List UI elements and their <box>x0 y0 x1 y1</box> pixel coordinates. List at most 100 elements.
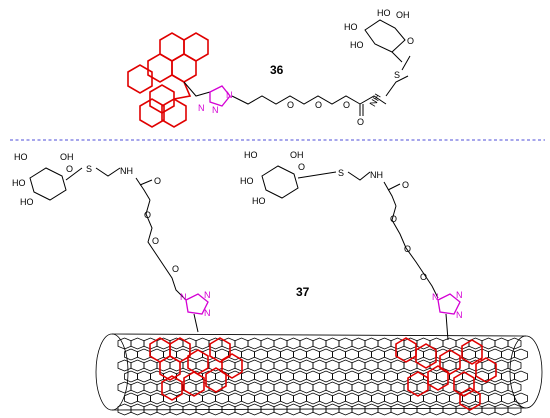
nanotube-hexagon <box>377 359 392 372</box>
sugar36-ring-o: O <box>407 36 414 46</box>
nanotube-hexagon <box>124 392 138 405</box>
nanotube-hexagon <box>390 403 405 416</box>
nanotube-hexagon <box>377 381 392 394</box>
nanotube-hexagon <box>117 359 132 372</box>
nanotube-hexagon <box>371 348 385 361</box>
sugar-37-left: HO HO HO OH O S <box>12 152 92 207</box>
nanotube-hexagon <box>306 392 320 405</box>
nanotube-hexagon <box>254 370 268 383</box>
tri37a-n2: N <box>204 308 211 318</box>
nanotube-hexagon <box>234 381 249 394</box>
nanotube-hexagon <box>488 392 502 405</box>
nanotube-hexagon <box>351 381 366 394</box>
nanotube-hexagon <box>338 381 353 394</box>
nanotube-hexagon <box>280 392 294 405</box>
peg37a-o1: O <box>144 210 151 220</box>
tri37a-n3: N <box>180 292 187 302</box>
nanotube-hexagon <box>481 381 496 394</box>
aromatic-core-36 <box>127 32 209 128</box>
nanotube-hexagon <box>247 381 262 394</box>
amide-o-36: O <box>357 117 364 127</box>
nanotube-hexagon <box>488 348 502 361</box>
nanotube-hexagon <box>501 392 515 405</box>
nanotube-hexagon <box>254 348 268 361</box>
nanotube-hexagon <box>234 337 249 350</box>
compound-label-37: 37 <box>296 285 310 299</box>
sugar37b-ho-bottom: HO <box>252 196 266 206</box>
sugar37b-oh-right: OH <box>290 150 304 160</box>
tri37b-n2: N <box>456 310 463 320</box>
amide37a-o: O <box>154 176 161 186</box>
nanotube-hexagon <box>325 359 340 372</box>
nanotube-hexagon <box>195 337 210 350</box>
nanotube-hexagon <box>241 392 255 405</box>
nanotube-hexagon <box>247 337 262 350</box>
nanotube-hexagon <box>143 381 158 394</box>
triazole-n1: N <box>226 90 233 100</box>
sugar-37-right: HO HO HO OH O S <box>240 150 344 206</box>
peg37b-o3: O <box>420 272 427 282</box>
nanotube-hexagon <box>507 359 522 372</box>
peg37a-o2: O <box>152 236 159 246</box>
nanotube-hexagon <box>436 392 450 405</box>
nanotube-hexagon <box>325 381 340 394</box>
nanotube-hexagon <box>442 337 457 350</box>
sugar37a-oh-right: OH <box>60 152 74 162</box>
nanotube-hexagon <box>299 359 314 372</box>
nanotube-hexagon <box>137 392 151 405</box>
nanotube-hexagon <box>507 381 522 394</box>
nanotube-hexagon <box>273 337 288 350</box>
sugar36-oh-top: HO <box>377 8 391 18</box>
sugar37a-ho-left: HO <box>12 178 26 188</box>
nanotube-hexagon <box>260 337 275 350</box>
nanotube-hexagon <box>299 381 314 394</box>
amide37b-o: O <box>402 180 409 190</box>
nanotube-hexagon <box>358 370 372 383</box>
nanotube-hexagon <box>137 370 151 383</box>
nanotube-hexagon <box>332 348 346 361</box>
nanotube-hexagon <box>319 370 333 383</box>
nanotube-hexagon <box>312 381 327 394</box>
amide37a-nh: NH <box>120 166 133 176</box>
thioether-s-36: S <box>394 70 400 80</box>
nanotube-hexagon <box>260 381 275 394</box>
peg37b-o2: O <box>404 244 411 254</box>
compound-label-36: 36 <box>270 63 284 77</box>
nanotube-hexagon <box>442 403 457 416</box>
nanotube-hexagon <box>117 403 132 416</box>
nanotube-hexagon <box>293 348 307 361</box>
peg-o-1: O <box>287 100 294 110</box>
nanotube-hexagon <box>267 370 281 383</box>
nanotube-hexagon <box>351 359 366 372</box>
nanotube-hexagon <box>319 392 333 405</box>
nanotube-hexagon <box>221 359 236 372</box>
nanotube-hexagon <box>371 370 385 383</box>
nanotube-hexagon <box>462 348 476 361</box>
triazole-n2: N <box>212 105 219 115</box>
sugar36-ho-bottom: HO <box>350 40 364 50</box>
nanotube-hexagon <box>501 348 515 361</box>
nanotube-hexagon <box>338 403 353 416</box>
nanotube-hexagon <box>514 348 528 361</box>
nanotube-hexagon <box>130 337 145 350</box>
nanotube-hexagon <box>202 392 216 405</box>
nanotube-hexagon <box>286 337 301 350</box>
tri37b-n1: N <box>456 290 463 300</box>
nanotube-hexagon <box>137 348 151 361</box>
nanotube-hexagon <box>280 348 294 361</box>
sugar37b-oh-top: HO <box>244 150 258 160</box>
nanotube-hexagon <box>293 392 307 405</box>
sugar37a-oh-top: HO <box>14 152 28 162</box>
nanotube-hexagon <box>364 359 379 372</box>
nanotube-hexagon <box>358 392 372 405</box>
peg37b-o1: O <box>390 214 397 224</box>
nanotube-hexagon <box>455 381 470 394</box>
compound-36: N N N O O O O NH S HO HO HO OH O 36 <box>127 8 414 128</box>
nanotube-hexagon <box>312 403 327 416</box>
nanotube-hexagon <box>319 348 333 361</box>
nanotube-hexagon <box>345 348 359 361</box>
nanotube-hexagon <box>377 403 392 416</box>
nanotube-hexagon <box>507 403 522 416</box>
